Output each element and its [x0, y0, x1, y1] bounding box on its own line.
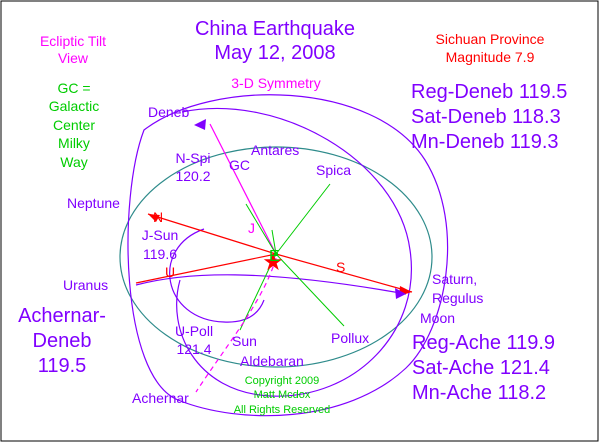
pollux-line — [275, 253, 345, 327]
achernar-label: Achernar — [132, 390, 189, 406]
uranus-line — [135, 253, 277, 284]
inner-loop-arc — [169, 228, 265, 323]
earth-dot — [274, 252, 278, 256]
copyright-line3: All Rights Reserved — [234, 404, 331, 416]
uranus-arc — [135, 274, 407, 295]
uranus-label: Uranus — [63, 277, 108, 293]
achernar-dashed-line — [195, 257, 277, 393]
moon-arrowhead — [395, 288, 406, 299]
neptune-marker-n: N — [153, 209, 163, 225]
jupiter-marker-j: J — [248, 220, 255, 236]
uranus-marker-u: U — [165, 264, 175, 280]
saturn-line — [275, 253, 413, 293]
moon-label: Moon — [420, 310, 455, 326]
title-subtitle: 3-D Symmetry — [231, 75, 320, 91]
location-line2: Magnitude 7.9 — [446, 49, 535, 65]
view-label-line1: Ecliptic Tilt — [40, 33, 106, 49]
earth-marker-e: E — [269, 248, 280, 265]
jsun-label-line1: J-Sun — [142, 227, 179, 243]
sat-ache-angle: Sat-Ache 121.4 — [412, 357, 550, 379]
spica-label: Spica — [316, 162, 351, 178]
gc-legend-line2: Galactic — [49, 98, 100, 114]
inner-purple-ring — [176, 107, 412, 397]
deneb-label: Deneb — [148, 104, 189, 120]
saturn-regulus-label-line1: Saturn, — [432, 271, 477, 287]
neptune-label: Neptune — [67, 195, 120, 211]
neptune-arrowhead — [148, 214, 160, 222]
location-line1: Sichuan Province — [436, 31, 545, 47]
sun-label: Sun — [232, 333, 257, 349]
gc-legend-line3: Center — [53, 117, 95, 133]
reg-ache-angle: Reg-Ache 119.9 — [412, 332, 555, 354]
upoll-label-line1: U-Poll — [175, 323, 213, 339]
epicenter-star-icon: ★ — [264, 251, 283, 274]
achernar-deneb-line2: Deneb — [33, 330, 92, 352]
ecliptic-ellipse — [119, 146, 433, 368]
gc-legend-line5: Way — [60, 154, 87, 170]
antares-label: Antares — [251, 142, 299, 158]
reg-deneb-angle: Reg-Deneb 119.5 — [411, 81, 567, 103]
pollux-label: Pollux — [331, 330, 369, 346]
title-line2: May 12, 2008 — [214, 42, 335, 64]
copyright-line2: Matt Mcdox — [254, 389, 311, 401]
saturn-marker-s: S — [336, 259, 345, 275]
deneb-arrowhead — [194, 119, 206, 130]
achernar-deneb-line1: Achernar- — [18, 305, 106, 327]
antares-line — [271, 229, 277, 255]
gc-legend-line4: Milky — [58, 135, 90, 151]
aldebaran-line — [239, 253, 277, 331]
saturn-regulus-label-line2: Regulus — [432, 290, 483, 306]
gc-label: GC — [229, 157, 250, 173]
title-line1: China Earthquake — [195, 18, 355, 40]
mn-ache-angle: Mn-Ache 118.2 — [412, 382, 546, 404]
outer-purple-ring — [127, 94, 449, 417]
spica-line — [275, 183, 331, 255]
nspi-label-line1: N-Spi — [175, 150, 210, 166]
achernar-deneb-line3: 119.5 — [38, 355, 87, 377]
aldebaran-label: Aldebaran — [240, 353, 304, 369]
mn-deneb-angle: Mn-Deneb 119.3 — [411, 131, 559, 153]
jsun-label-line2: 119.6 — [143, 246, 177, 262]
copyright-line1: Copyright 2009 — [245, 375, 320, 387]
neptune-line — [147, 213, 277, 255]
view-label-line2: View — [58, 50, 89, 66]
spica-north-line — [209, 123, 277, 255]
sat-deneb-angle: Sat-Deneb 118.3 — [411, 106, 561, 128]
upoll-label-line2: 121.4 — [176, 341, 211, 357]
nspi-label-line2: 120.2 — [175, 168, 210, 184]
gc-legend-line1: GC = — [57, 80, 90, 96]
gc-line — [245, 203, 277, 255]
